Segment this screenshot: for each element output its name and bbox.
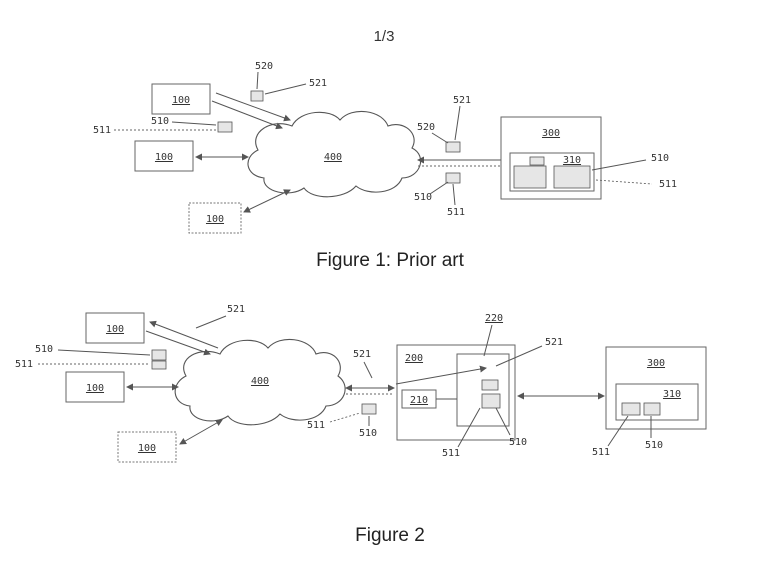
ref-label: 521 xyxy=(545,337,563,348)
leader-line xyxy=(455,106,460,140)
ref-label: 510 xyxy=(359,428,377,439)
leader-line xyxy=(196,316,226,328)
ref-label: 511 xyxy=(15,359,33,370)
client-label: 100 xyxy=(155,152,173,163)
leader-line xyxy=(58,350,150,355)
ref-label: 521 xyxy=(453,95,471,106)
client-label: 100 xyxy=(172,95,190,106)
proxy-module-label: 220 xyxy=(485,313,503,324)
network-label: 400 xyxy=(324,152,342,163)
ref-label: 510 xyxy=(414,192,432,203)
packet-icon xyxy=(362,404,376,414)
ref-label: 510 xyxy=(645,440,663,451)
client-label: 100 xyxy=(86,383,104,394)
ref-label: 521 xyxy=(309,78,327,89)
packet-icon xyxy=(446,173,460,183)
server-label: 300 xyxy=(542,128,560,139)
figure-caption: Figure 1: Prior art xyxy=(316,250,465,271)
packet-icon xyxy=(251,91,263,101)
server-inner-label: 310 xyxy=(663,389,681,400)
ref-label: 510 xyxy=(151,116,169,127)
leader-line xyxy=(453,184,455,205)
page-number: 1/3 xyxy=(374,28,395,45)
leader-line xyxy=(430,182,448,194)
leader-line xyxy=(596,180,652,184)
ref-label: 511 xyxy=(307,420,325,431)
packet-icon xyxy=(446,142,460,152)
ref-label: 520 xyxy=(417,122,435,133)
ref-label: 521 xyxy=(353,349,371,360)
leader-line xyxy=(257,72,258,89)
figure-2: 400 100 100 100 521 510 511 521 511 510 xyxy=(15,304,706,546)
server-label: 300 xyxy=(647,358,665,369)
packet-icon xyxy=(152,361,166,369)
network-label: 400 xyxy=(251,376,269,387)
ref-label: 510 xyxy=(509,437,527,448)
client-label: 100 xyxy=(138,443,156,454)
connection-arrow xyxy=(244,190,290,212)
packet-icon xyxy=(482,380,498,390)
client-label: 100 xyxy=(106,324,124,335)
connection-arrow xyxy=(180,420,222,444)
ref-label: 511 xyxy=(659,179,677,190)
figure-caption: Figure 2 xyxy=(355,525,425,546)
proxy-label: 200 xyxy=(405,353,423,364)
leader-line xyxy=(172,122,216,125)
ref-label: 511 xyxy=(93,125,111,136)
leader-line xyxy=(330,413,360,422)
leader-line xyxy=(364,362,372,378)
figure-1: 400 100 100 100 520 521 510 511 521 520 xyxy=(93,61,677,271)
connection-arrow xyxy=(150,322,218,348)
packet-icon xyxy=(622,403,640,415)
packet-icon xyxy=(218,122,232,132)
packet-icon xyxy=(554,166,590,188)
server-inner-label: 310 xyxy=(563,155,581,166)
packet-icon xyxy=(514,166,546,188)
ref-label: 521 xyxy=(227,304,245,315)
packet-icon xyxy=(482,394,500,408)
leader-line xyxy=(265,84,306,94)
ref-label: 511 xyxy=(447,207,465,218)
packet-icon xyxy=(530,157,544,165)
proxy-submodule-label: 210 xyxy=(410,395,428,406)
ref-label: 520 xyxy=(255,61,273,72)
ref-label: 510 xyxy=(35,344,53,355)
ref-label: 511 xyxy=(442,448,460,459)
client-label: 100 xyxy=(206,214,224,225)
ref-label: 511 xyxy=(592,447,610,458)
packet-icon xyxy=(152,350,166,360)
packet-icon xyxy=(644,403,660,415)
ref-label: 510 xyxy=(651,153,669,164)
leader-line xyxy=(432,133,448,143)
